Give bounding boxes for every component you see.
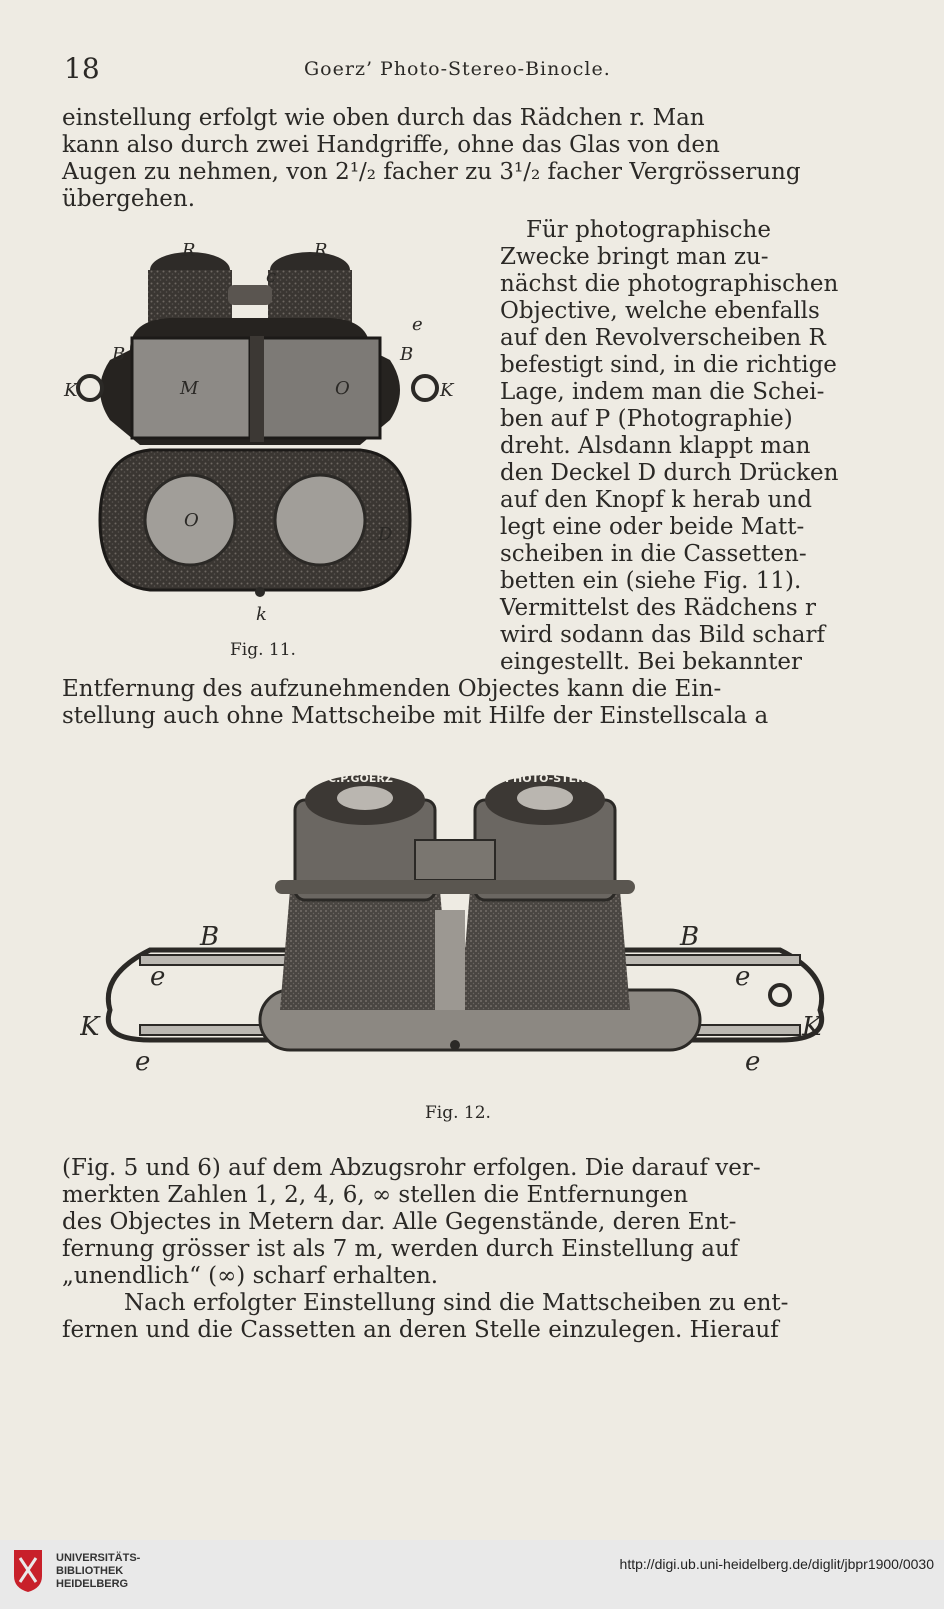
text-line: Nach erfolgter Einstellung sind die Matt… — [124, 1290, 789, 1316]
text-line: nächst die photographischen — [500, 271, 839, 297]
text-line: „unendlich“ (∞) scharf erhalten. — [62, 1263, 439, 1289]
label-R: R — [313, 240, 328, 261]
text-line: Lage, indem man die Schei- — [500, 379, 825, 405]
text-line: eingestellt. Bei bekannter — [500, 649, 802, 675]
text-line: ben auf P (Photographie) — [500, 406, 793, 432]
engraving-right: PHOTO-STEREO — [505, 772, 602, 785]
page-number: 18 — [64, 52, 100, 85]
text-line: übergehen. — [62, 186, 196, 212]
text-line: merkten Zahlen 1, 2, 4, 6, ∞ stellen die… — [62, 1182, 689, 1208]
institution-name: UNIVERSITÄTS- BIBLIOTHEK HEIDELBERG — [56, 1552, 140, 1591]
viewer-footer: UNIVERSITÄTS- BIBLIOTHEK HEIDELBERG http… — [0, 1540, 944, 1609]
source-link[interactable]: http://digi.ub.uni-heidelberg.de/diglit/… — [619, 1556, 934, 1572]
text-line: wird sodann das Bild scharf — [500, 622, 826, 648]
label-K: K — [80, 1012, 101, 1042]
running-title: Goerz’ Photo-Stereo-Binocle. — [304, 58, 611, 80]
label-e: e — [412, 314, 423, 335]
text-line: betten ein (siehe Fig. 11). — [500, 568, 802, 594]
label-R: R — [181, 240, 196, 261]
text-line: (Fig. 5 und 6) auf dem Abzugsrohr erfolg… — [62, 1155, 761, 1181]
text-line: Augen zu nehmen, von 2¹/₂ facher zu 3¹/₂… — [62, 159, 801, 185]
label-B: B — [199, 922, 219, 952]
text-line: auf den Revolverscheiben R — [500, 325, 826, 351]
text-line: Für photographische — [526, 217, 771, 243]
label-c: c — [266, 266, 276, 287]
label-e: e — [745, 1047, 760, 1077]
text-line: fernung grösser ist als 7 m, werden durc… — [62, 1236, 739, 1262]
university-seal-icon — [14, 1550, 42, 1592]
label-B: B — [399, 344, 413, 365]
text-line: scheiben in die Cassetten- — [500, 541, 807, 567]
label-B: B — [111, 344, 125, 365]
text-line: kann also durch zwei Handgriffe, ohne da… — [62, 132, 720, 158]
text-line: einstellung erfolgt wie oben durch das R… — [62, 105, 705, 131]
label-K: K — [801, 1012, 823, 1042]
figure-12-caption: Fig. 12. — [425, 1103, 491, 1123]
text-line: Zwecke bringt man zu- — [500, 244, 769, 270]
label-B: B — [679, 922, 699, 952]
text-line: des Objectes in Metern dar. Alle Gegenst… — [62, 1209, 737, 1235]
engraving-left: C.P.GOERZ — [328, 772, 393, 785]
book-page: 18 Goerz’ Photo-Stereo-Binocle. einstell… — [62, 52, 864, 1343]
institution-line: UNIVERSITÄTS- — [56, 1552, 141, 1564]
text-line: Objective, welche ebenfalls — [500, 298, 820, 324]
text-line: fernen und die Cassetten an deren Stelle… — [62, 1317, 779, 1343]
figure-11-caption: Fig. 11. — [230, 640, 296, 660]
label-e: e — [735, 962, 750, 992]
institution-line: BIBLIOTHEK — [56, 1565, 124, 1577]
label-K: K — [63, 380, 79, 401]
label-e: e — [135, 1047, 150, 1077]
label-O: O — [335, 378, 350, 399]
text-line: legt eine oder beide Matt- — [500, 514, 805, 540]
text-line: den Deckel D durch Drücken — [500, 460, 839, 486]
text-line: Vermittelst des Rädchens r — [500, 595, 817, 621]
label-K: K — [439, 380, 455, 401]
text-line: dreht. Alsdann klappt man — [500, 433, 811, 459]
label-O: O — [184, 510, 199, 531]
figure-11-illustration: R R c e B B K K M O O D k — [63, 240, 455, 625]
text-line: stellung auch ohne Mattscheibe mit Hilfe… — [62, 703, 769, 729]
figure-12-illustration: C.P.GOERZ PHOTO-STEREO B B e e e e K K — [80, 772, 825, 1077]
text-line: befestigt sind, in die richtige — [500, 352, 837, 378]
text-line: auf den Knopf k herab und — [500, 487, 812, 513]
page-header: 18 Goerz’ Photo-Stereo-Binocle. — [64, 52, 864, 86]
label-M: M — [179, 378, 199, 399]
label-e: e — [150, 962, 165, 992]
institution-line: HEIDELBERG — [56, 1578, 129, 1590]
text-line: Entfernung des aufzunehmenden Objectes k… — [62, 676, 722, 702]
label-D: D — [377, 524, 393, 545]
label-k: k — [256, 604, 267, 625]
